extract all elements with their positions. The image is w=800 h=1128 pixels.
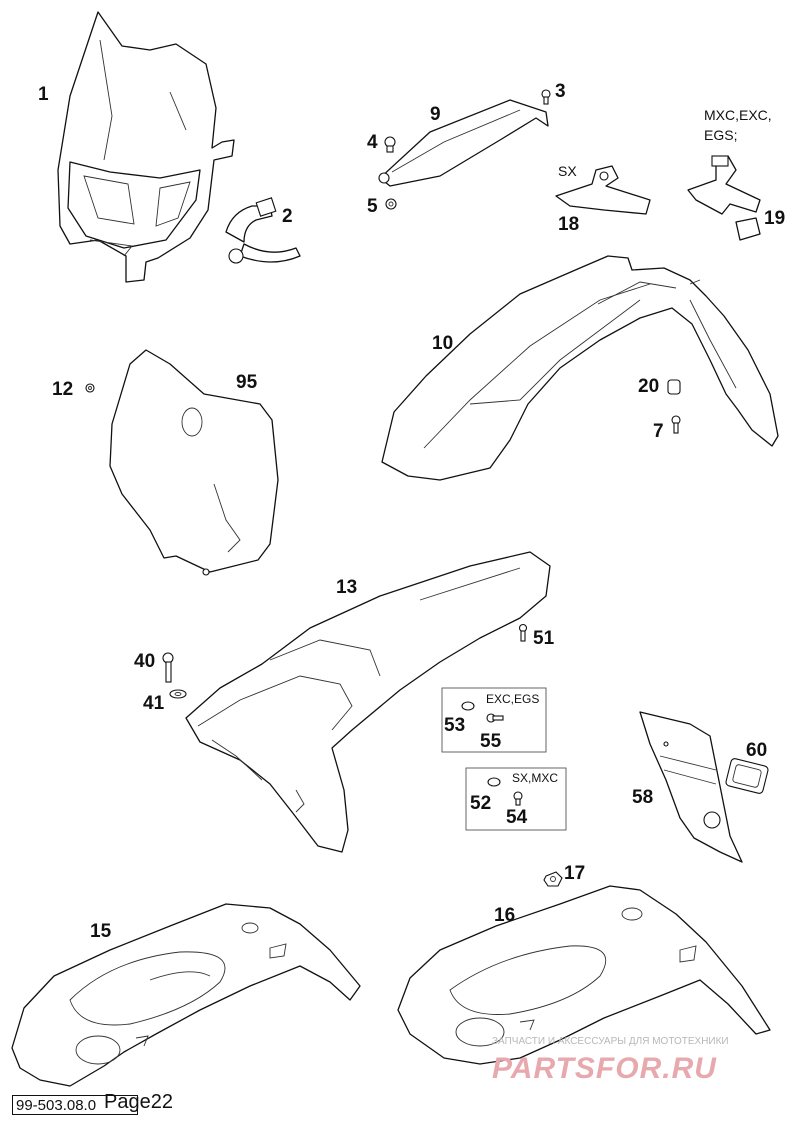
callout-17: 17 xyxy=(564,863,585,884)
part-19-bracket-mxc-exc-egs xyxy=(687,155,761,241)
part-13-rear-fender xyxy=(185,551,551,853)
callout-2: 2 xyxy=(282,206,293,227)
callout-41: 41 xyxy=(143,693,165,714)
callout-60: 60 xyxy=(746,740,767,761)
callout-12: 12 xyxy=(52,379,73,400)
part-9-bracket xyxy=(378,99,549,187)
grommet-20 xyxy=(667,379,681,395)
part-60-seal xyxy=(725,758,769,794)
callout-18: 18 xyxy=(558,214,579,235)
nut-17 xyxy=(543,871,563,887)
callout-10: 10 xyxy=(432,333,453,354)
part-18-bracket-sx xyxy=(555,165,651,215)
callout-1: 1 xyxy=(38,84,49,105)
callout-52: 52 xyxy=(470,793,491,814)
bolt-40 xyxy=(162,652,174,683)
part-58-mud-flap xyxy=(639,711,743,863)
screw-7 xyxy=(671,415,681,434)
callout-58: 58 xyxy=(632,787,653,808)
screw-12 xyxy=(85,383,95,393)
washer-41 xyxy=(169,689,187,699)
part-15-fender xyxy=(11,903,361,1087)
callout-4: 4 xyxy=(367,132,378,153)
callout-9: 9 xyxy=(430,104,441,125)
callout-40: 40 xyxy=(134,651,155,672)
page-label: Page22 xyxy=(104,1091,173,1113)
callout-13: 13 xyxy=(336,577,357,598)
part-95-number-plate xyxy=(109,349,279,576)
screw-4 xyxy=(384,136,396,153)
part-1-headlight-mask xyxy=(57,11,235,283)
variant-box-exc-egs xyxy=(441,687,547,753)
callout-7: 7 xyxy=(653,421,664,442)
part-16-fender xyxy=(397,885,771,1065)
callout-54: 54 xyxy=(506,807,528,828)
callout-55: 55 xyxy=(480,731,502,752)
note-sx-mxc: SX,MXC xyxy=(512,771,558,785)
note-sx: SX xyxy=(558,163,577,179)
callout-53: 53 xyxy=(444,715,465,736)
callout-15: 15 xyxy=(90,921,112,942)
callout-5: 5 xyxy=(367,196,378,217)
document-number: 99-503.08.0 xyxy=(12,1095,138,1115)
part-10-front-fender xyxy=(381,255,779,481)
variant-box-sx-mxc xyxy=(465,767,567,831)
note-exc-egs: EXC,EGS xyxy=(486,692,539,706)
callout-16: 16 xyxy=(494,905,515,926)
callout-95: 95 xyxy=(236,372,258,393)
callout-19: 19 xyxy=(764,208,785,229)
note-mxc-exc-line2: EGS; xyxy=(704,127,737,143)
screw-3 xyxy=(541,89,551,105)
callout-51: 51 xyxy=(533,628,555,649)
callout-20: 20 xyxy=(638,376,659,397)
part-2-clamp xyxy=(225,197,301,264)
callout-3: 3 xyxy=(555,81,566,102)
watermark-brand: PARTSFOR.RU xyxy=(492,1052,717,1085)
nut-5 xyxy=(385,198,397,210)
watermark-tagline: ЗАПЧАСТИ И АКСЕССУАРЫ ДЛЯ МОТОТЕХНИКИ xyxy=(492,1036,729,1047)
screw-51 xyxy=(518,623,528,642)
note-mxc-exc-line1: MXC,EXC, xyxy=(704,107,772,123)
